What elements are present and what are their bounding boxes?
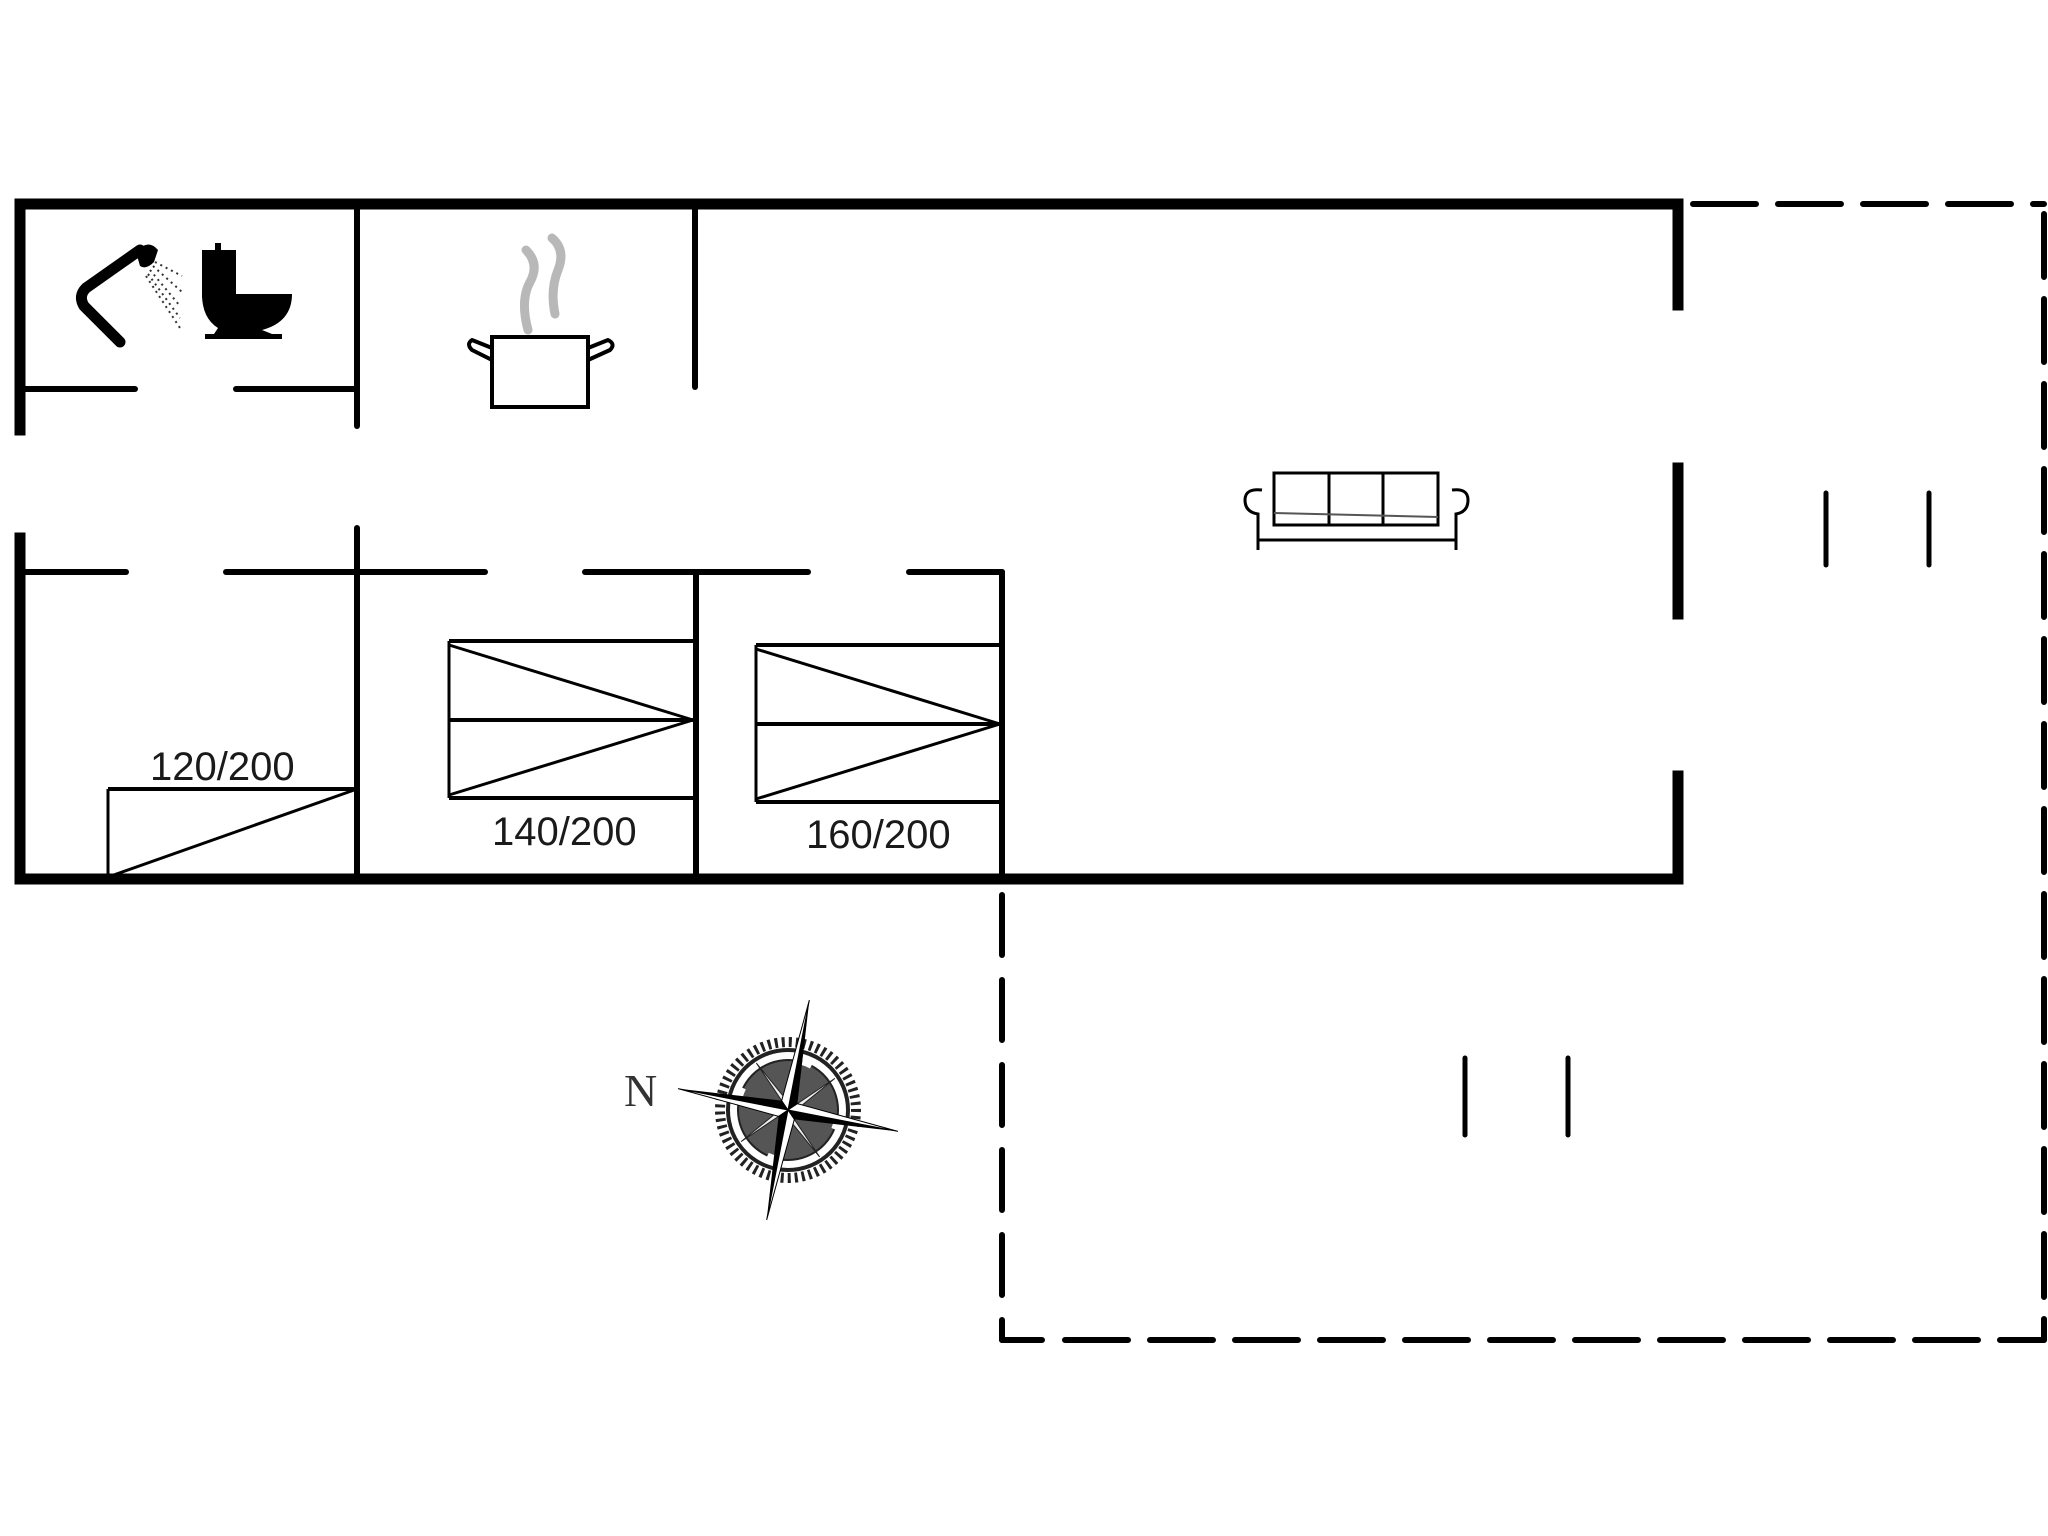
bed-140-200: 140/200 — [447, 639, 694, 854]
outer-walls — [14, 198, 1684, 885]
sofa-icon — [1243, 471, 1470, 550]
bed-size-label: 140/200 — [492, 810, 637, 854]
north-label: N — [624, 1065, 657, 1116]
shower-icon — [75, 244, 183, 348]
bed-size-label: 160/200 — [806, 813, 951, 857]
bed-120-200: 120/200 — [106, 745, 358, 879]
toilet-icon — [202, 243, 292, 339]
terrace-south — [999, 892, 2047, 1343]
terrace-ticks — [1462, 490, 1932, 1138]
compass-rose-icon — [677, 999, 899, 1221]
interior-walls — [17, 201, 1005, 882]
terrace-east — [1690, 201, 2047, 1343]
bed-160-200: 160/200 — [754, 643, 1001, 857]
bed-size-label: 120/200 — [150, 745, 295, 789]
cooking-pot-icon — [467, 233, 615, 409]
